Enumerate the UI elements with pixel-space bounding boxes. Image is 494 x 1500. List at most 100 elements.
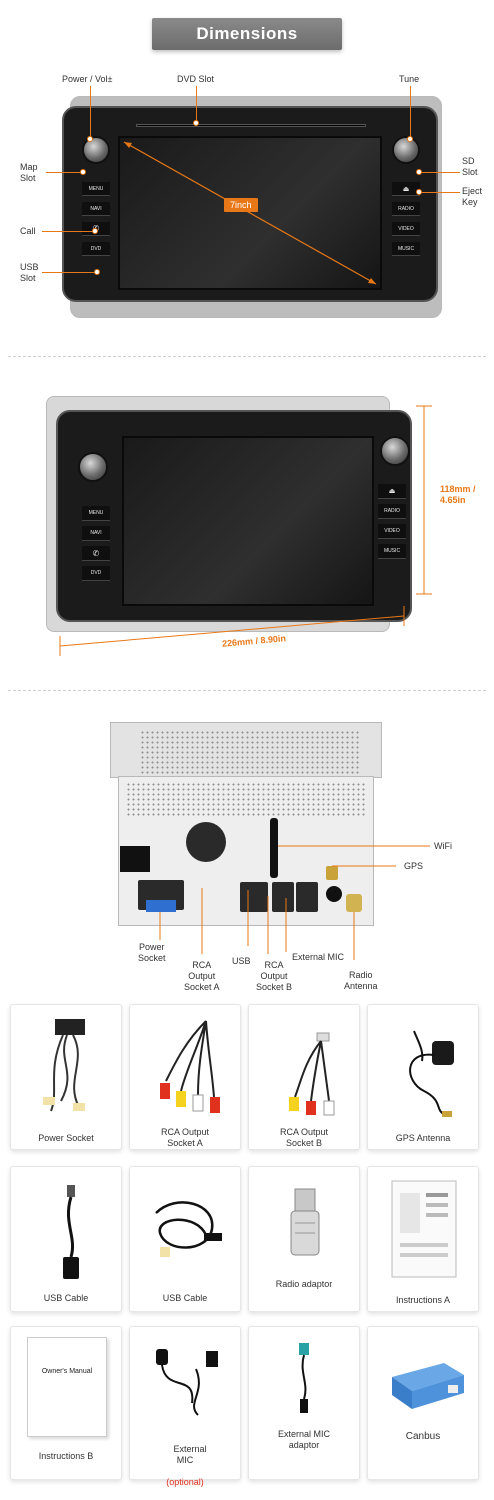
power-volume-knob[interactable]: [82, 136, 110, 164]
owners-manual-image: Owner's Manual: [27, 1337, 107, 1437]
angle-left-knob: [78, 452, 108, 482]
accessory-mic-adaptor: External MIC adaptor: [248, 1326, 360, 1480]
angle-navi-button: NAVI: [82, 526, 110, 541]
angle-dvd-button: DVD: [82, 566, 110, 581]
angle-call-button: ✆: [82, 546, 110, 561]
accessory-power-socket: Power Socket: [10, 1004, 122, 1150]
power-connector-blue: [146, 900, 176, 912]
wifi-antenna: [270, 818, 278, 878]
leader-usb: [42, 272, 96, 273]
accessory-label: Power Socket: [38, 1133, 94, 1143]
accessory-canbus: Canbus: [367, 1326, 479, 1480]
gps-port: [326, 866, 338, 880]
label-gps: GPS: [404, 861, 424, 871]
radio-button[interactable]: RADIO: [392, 202, 420, 216]
accessory-label: Instructions A: [395, 1295, 451, 1305]
label-external-mic: External MIC: [292, 952, 345, 962]
label-usb-slot: USB Slot: [20, 262, 39, 283]
marker-dvd: [193, 120, 199, 126]
angle-radio-button: RADIO: [378, 504, 406, 519]
navi-button[interactable]: NAVI: [82, 202, 110, 216]
leader-eject: [420, 192, 460, 193]
leader-dvd: [196, 86, 197, 122]
video-button[interactable]: VIDEO: [392, 222, 420, 236]
marker-eject: [416, 189, 422, 195]
accessory-label: USB Cable: [43, 1293, 89, 1303]
leader-sd: [420, 172, 460, 173]
label-map-slot: Map Slot: [20, 162, 38, 183]
music-button[interactable]: MUSIC: [392, 242, 420, 256]
angle-phone-icon: ✆: [92, 548, 100, 558]
marker-usb: [94, 269, 100, 275]
label-usb: USB: [232, 956, 251, 966]
accessory-external-mic: External MIC (optional): [129, 1326, 241, 1487]
accessory-rca-b: RCA Output Socket B: [248, 1004, 360, 1150]
rear-vents: [126, 782, 366, 818]
accessory-label: External MIC (optional): [130, 1433, 240, 1500]
marker-sd: [416, 169, 422, 175]
label-tune: Tune: [399, 74, 420, 84]
usb-cable-image-1: [63, 1185, 79, 1279]
mic-adaptor-image: [299, 1343, 309, 1413]
label-wifi: WiFi: [434, 841, 452, 851]
accessory-label: RCA Output Socket A: [160, 1127, 210, 1148]
accessory-label: GPS Antenna: [395, 1133, 451, 1143]
menu-button[interactable]: MENU: [82, 182, 110, 196]
dimension-lines: [59, 405, 432, 656]
dvd-slot: [136, 124, 366, 127]
angle-video-button: VIDEO: [378, 524, 406, 539]
tune-knob[interactable]: [392, 136, 420, 164]
eject-icon: ⏏: [402, 185, 410, 193]
accessory-usb-cable-1: USB Cable: [10, 1166, 122, 1312]
angle-eject-button: ⏏: [378, 484, 406, 499]
dimensions-banner: Dimensions: [152, 18, 342, 50]
accessory-rca-a: RCA Output Socket A: [129, 1004, 241, 1150]
marker-power: [87, 136, 93, 142]
divider-2: [8, 690, 486, 691]
label-rca-b: RCA Output Socket B: [256, 960, 293, 992]
eject-button[interactable]: ⏏: [392, 182, 420, 196]
divider-1: [8, 356, 486, 357]
dvd-button[interactable]: DVD: [82, 242, 110, 256]
label-dvd-slot: DVD Slot: [177, 74, 215, 84]
angle-music-button: MUSIC: [378, 544, 406, 559]
angle-menu-button: MENU: [82, 506, 110, 521]
external-mic-image: [156, 1349, 218, 1416]
accessory-gps-antenna: GPS Antenna: [367, 1004, 479, 1150]
accessory-usb-cable-2: USB Cable: [129, 1166, 241, 1312]
canbus-image: [392, 1363, 464, 1409]
label-sd-slot: SD Slot: [462, 156, 478, 177]
manual-title: Owner's Manual: [41, 1368, 93, 1375]
usb-connector: [240, 882, 268, 912]
label-radio-antenna: Radio Antenna: [344, 970, 378, 991]
label-power-socket: Power Socket: [138, 942, 166, 963]
accessory-label: Radio adaptor: [275, 1279, 333, 1289]
accessory-radio-adaptor: Radio adaptor: [248, 1166, 360, 1312]
leader-map: [46, 172, 82, 173]
rca-a-cable-image: [160, 1020, 220, 1113]
gps-antenna-image: [409, 1030, 454, 1117]
antenna-hole: [326, 886, 342, 902]
external-mic-label: External MIC: [173, 1444, 207, 1465]
back-leaders: [159, 845, 430, 960]
angle-right-knob: [380, 436, 410, 466]
accessory-label: Instructions B: [38, 1451, 94, 1461]
optional-note: (optional): [166, 1477, 204, 1487]
accessory-label: Canbus: [405, 1431, 441, 1442]
label-call: Call: [20, 226, 36, 236]
instructions-a-image: [391, 1180, 457, 1278]
angle-screen: [122, 436, 374, 606]
marker-call: [92, 228, 98, 234]
cooling-fan: [186, 822, 226, 862]
mic-connector: [296, 882, 318, 912]
usb-cable-image-2: [155, 1201, 222, 1257]
accessory-label: RCA Output Socket B: [279, 1127, 329, 1148]
label-power-vol: Power / Vol±: [62, 74, 113, 84]
power-socket-port: [120, 846, 150, 872]
leader-tune: [410, 86, 411, 138]
screen-size-tag: 7inch: [224, 198, 258, 212]
label-rca-a: RCA Output Socket A: [184, 960, 220, 992]
marker-map: [80, 169, 86, 175]
power-harness-image: [43, 1019, 85, 1112]
screen-diagonal: [123, 141, 377, 285]
